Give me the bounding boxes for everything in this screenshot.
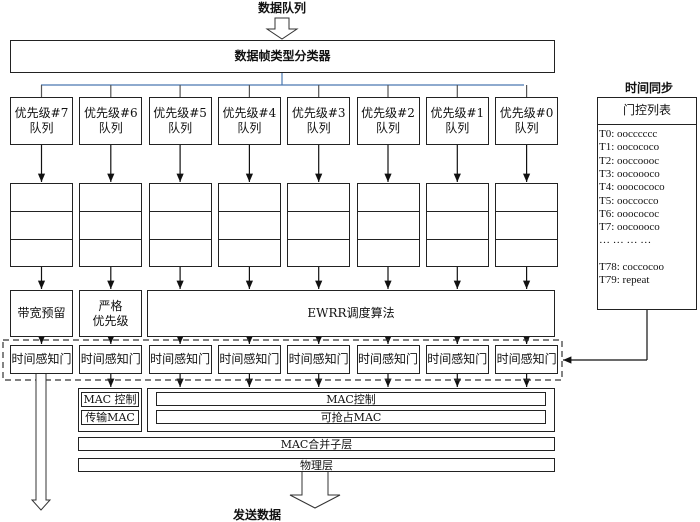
queue-buffer-4 <box>217 183 281 267</box>
time-aware-gate-5: 时间感知门 <box>148 345 212 374</box>
queue-buffer-6 <box>79 183 143 267</box>
frame-classifier: 数据帧类型分类器 <box>10 40 555 73</box>
physical-layer: 物理层 <box>78 458 555 472</box>
strict-priority: 严格 优先级 <box>79 290 142 337</box>
mac-merge-sublayer: MAC合并子层 <box>78 437 555 451</box>
time-aware-gate-7: 时间感知门 <box>10 345 73 374</box>
time-sync-label: 时间同步 <box>624 80 673 95</box>
bandwidth-reservation: 带宽预留 <box>10 290 73 337</box>
ewrr-scheduler: EWRR调度算法 <box>147 290 555 337</box>
gate-list-title: 门控列表 <box>597 97 697 125</box>
gate-list-entry: T1: oocococo <box>599 141 660 154</box>
queue-buffer-3 <box>287 183 351 267</box>
gate-list-entry: T7: oocoooco <box>599 221 660 234</box>
gate-list-entry: T78: coccocoo <box>599 261 665 273</box>
output-label: 发送数据 <box>232 507 281 522</box>
priority-queue-0: 优先级#0 队列 <box>495 97 559 145</box>
gate-list-entry: T2: ooccoooc <box>599 154 660 167</box>
input-label: 数据队列 <box>257 0 306 15</box>
queue-buffer-1 <box>425 183 489 267</box>
priority-queue-3: 优先级#3 队列 <box>287 97 351 145</box>
gate-control-list <box>597 97 697 310</box>
priority-queue-4: 优先级#4 队列 <box>217 97 281 145</box>
gate-list-entry: … … … … <box>599 234 652 247</box>
time-aware-gate-0: 时间感知门 <box>495 345 559 374</box>
time-aware-gate-4: 时间感知门 <box>217 345 281 374</box>
mac-control: MAC控制 <box>156 392 546 406</box>
mac-control-express: MAC 控制 <box>81 392 139 407</box>
transmit-mac: 传输MAC <box>81 410 139 425</box>
queue-buffer-5 <box>148 183 212 267</box>
queue-buffer-2 <box>356 183 420 267</box>
output-arrow <box>289 472 341 509</box>
queue-buffer-0 <box>495 183 559 267</box>
input-arrow <box>265 17 299 40</box>
queue-buffer-7 <box>10 183 73 267</box>
time-aware-gate-2: 时间感知门 <box>356 345 420 374</box>
gate-list-entry: T4: ooocococo <box>599 181 665 194</box>
gate-list-entry: T6: ooocococ <box>599 207 660 220</box>
priority-queue-5: 优先级#5 队列 <box>148 97 212 145</box>
express-bypass-arrow <box>30 374 52 511</box>
priority-queue-2: 优先级#2 队列 <box>356 97 420 145</box>
gate-list-entry: T5: ooccocco <box>599 194 659 207</box>
gate-list-entry: T0: oocccccc <box>599 128 658 140</box>
preemptable-mac: 可抢占MAC <box>156 410 546 424</box>
priority-queue-7: 优先级#7 队列 <box>10 97 73 145</box>
time-aware-gate-3: 时间感知门 <box>287 345 351 374</box>
priority-queue-1: 优先级#1 队列 <box>425 97 489 145</box>
gate-list-entry: T3: oocoooco <box>599 167 660 180</box>
time-aware-gate-1: 时间感知门 <box>425 345 489 374</box>
gate-list-entry: T79: repeat <box>599 274 650 287</box>
time-aware-gate-6: 时间感知门 <box>79 345 143 374</box>
priority-queue-6: 优先级#6 队列 <box>79 97 143 145</box>
